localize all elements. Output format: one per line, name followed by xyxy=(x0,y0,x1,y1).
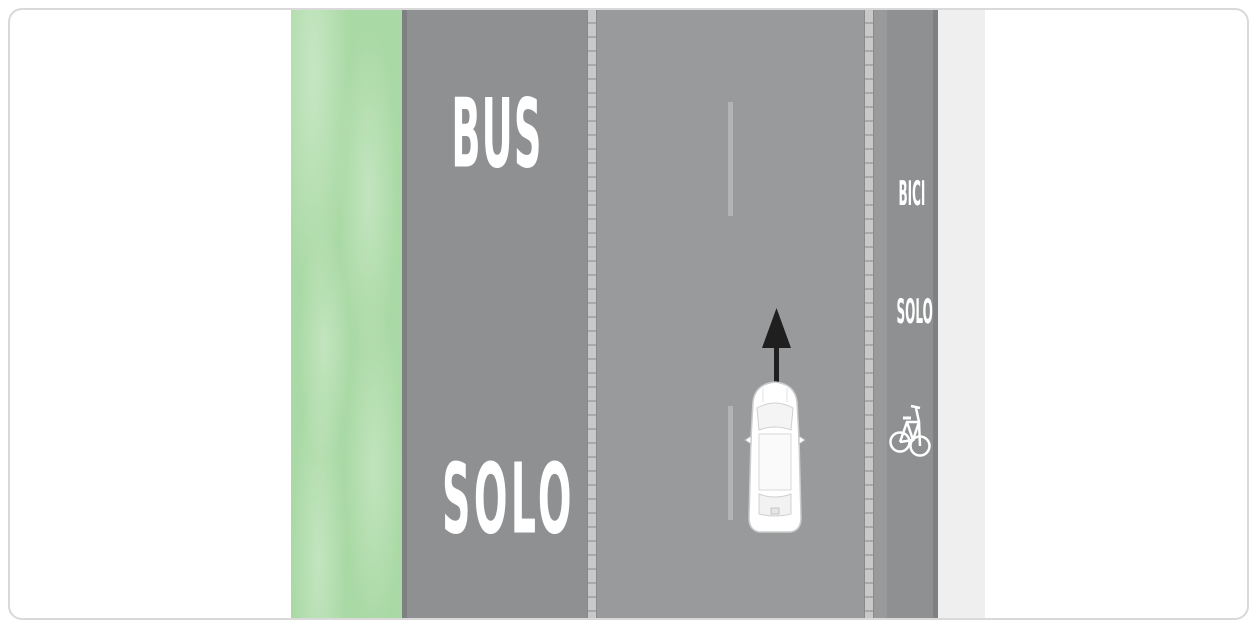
center-dash-line xyxy=(728,102,733,216)
road-scene: BUS SOLO xyxy=(291,10,985,620)
bus-lane-divider xyxy=(587,10,597,620)
car-icon xyxy=(741,380,809,541)
center-dash-line xyxy=(728,406,733,520)
image-frame: BUS SOLO xyxy=(8,8,1249,620)
bicycle-icon xyxy=(889,400,931,469)
bus-lane: BUS SOLO xyxy=(407,10,587,620)
bike-lane-divider xyxy=(864,10,874,620)
arrow-up-icon xyxy=(761,308,793,389)
spacer xyxy=(875,10,876,620)
bike-lane-marking-solo: SOLO xyxy=(897,292,924,331)
grass-verge xyxy=(291,10,402,620)
bus-lane-marking-bus: BUS xyxy=(445,78,549,190)
bike-lane: BICI SOLO xyxy=(887,10,933,620)
sidewalk xyxy=(938,10,985,620)
road: BUS SOLO xyxy=(402,10,935,620)
bike-lane-marking-bici: BICI xyxy=(899,174,922,213)
bus-lane-marking-solo: SOLO xyxy=(442,442,552,555)
